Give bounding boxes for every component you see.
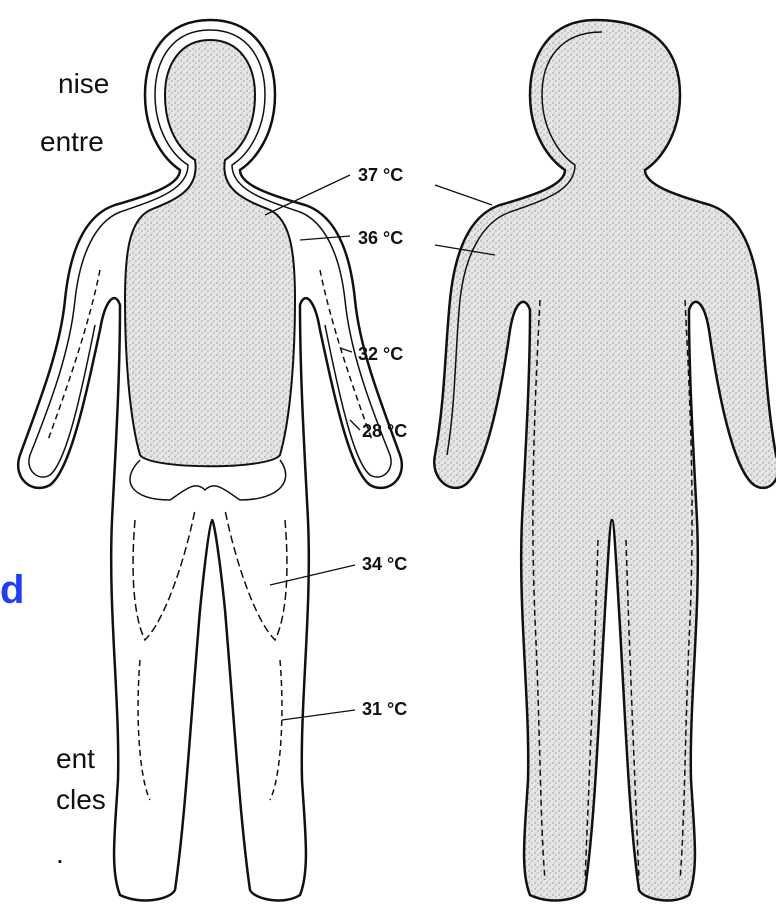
temp-label-32: 32 °C [358, 344, 403, 364]
temp-label-34: 34 °C [362, 554, 407, 574]
leader-37 [265, 175, 350, 215]
left-body-figure [18, 20, 402, 900]
temp-label-31: 31 °C [362, 699, 407, 719]
leader-28 [350, 420, 360, 430]
temp-label-36: 36 °C [358, 228, 403, 248]
left-body-core-region [125, 40, 295, 466]
leader-36 [300, 236, 350, 240]
leader-31 [282, 710, 355, 720]
right-body-figure [434, 20, 776, 900]
leader-37-right [435, 185, 492, 205]
temp-label-37: 37 °C [358, 165, 403, 185]
leader-34 [270, 565, 355, 585]
right-body-outline [434, 20, 776, 900]
temp-label-28: 28 °C [362, 421, 407, 441]
